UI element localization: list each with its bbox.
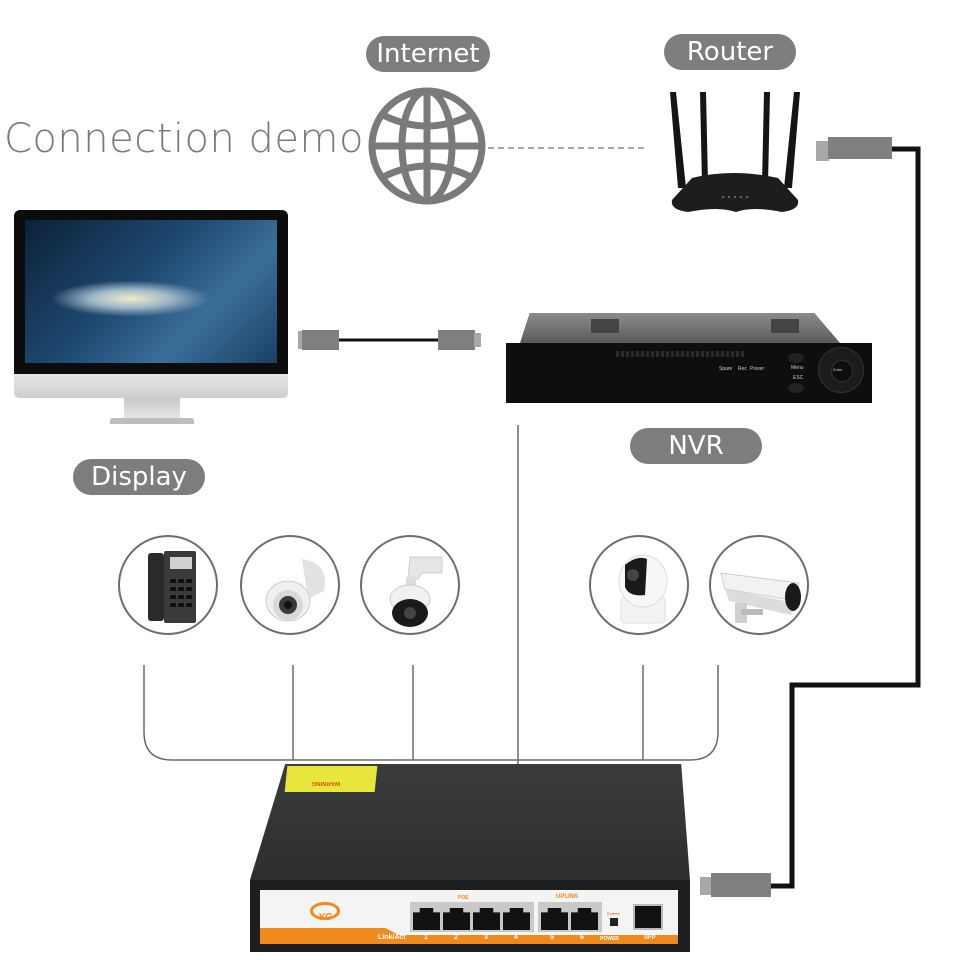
diagram-title: Connection demo — [4, 116, 364, 162]
ip-phone-icon — [148, 551, 196, 623]
ethernet-port-1 — [413, 908, 440, 930]
uplink-group-label: UPLINK — [556, 894, 579, 900]
router-icon — [670, 92, 800, 212]
globe-icon — [368, 87, 486, 205]
nvr-menu-label: Menu — [791, 365, 804, 371]
warning-label: WARNING — [284, 766, 378, 792]
router-label: Router — [664, 34, 796, 70]
ethernet-port-5 — [541, 908, 568, 930]
power-label: POWER — [600, 936, 619, 942]
brand-logo: YC — [310, 902, 340, 923]
sfp-port — [633, 904, 663, 930]
nvr-icon: Spare Rec Power Menu ESC Enter — [506, 313, 872, 403]
display-label: Display — [73, 459, 205, 495]
endpoint-ip-phone — [118, 535, 218, 635]
nvr-label: NVR — [630, 428, 762, 464]
ethernet-port-3 — [473, 908, 500, 930]
dome-camera-icon — [265, 559, 326, 622]
ethernet-port-2 — [443, 908, 470, 930]
port-label-4: 4 — [514, 934, 518, 941]
nvr-indicator-rec: Rec — [738, 366, 747, 372]
internet-label: Internet — [366, 36, 490, 72]
display-cable-plug-right — [474, 333, 481, 347]
port-label-3: 3 — [484, 934, 488, 941]
endpoint-bullet-camera — [709, 535, 809, 635]
endpoint-ptz-camera — [360, 535, 460, 635]
poe-switch: WARNING YC POE UPLINK Extend Link/Act 1 — [250, 764, 690, 954]
ethernet-port-4 — [503, 908, 530, 930]
router-switch-cable — [770, 146, 921, 889]
port-label-1: 1 — [424, 934, 428, 941]
nvr-indicator-spare: Spare — [719, 366, 733, 372]
nvr-enter-label: Enter — [833, 367, 843, 372]
monitor-screen — [25, 220, 277, 363]
monitor-icon — [14, 210, 288, 430]
nvr-dpad: Enter — [818, 347, 864, 393]
ptz-camera-icon — [389, 556, 443, 627]
extend-label: Extend — [607, 911, 620, 916]
endpoint-indoor-camera — [589, 535, 689, 635]
indoor-camera-icon — [618, 554, 668, 624]
port-label-5: 5 — [550, 934, 554, 941]
port-label-6: 6 — [580, 934, 584, 941]
endpoint-dome-camera — [240, 535, 340, 635]
nvr-esc-label: ESC — [793, 375, 804, 381]
ethernet-port-6 — [571, 908, 598, 930]
display-cable-plug-left — [298, 331, 303, 349]
brand-logo-text: YC — [318, 912, 332, 923]
port-label-2: 2 — [454, 934, 458, 941]
switch-front: YC POE UPLINK Extend Link/Act 1 2 3 4 5 … — [250, 880, 690, 952]
warning-label-text: WARNING — [311, 780, 341, 786]
nvr-menu-button — [788, 353, 804, 363]
nvr-indicator-power: Power — [750, 366, 765, 372]
sfp-label: SFP — [644, 935, 656, 941]
switch-faceplate: YC POE UPLINK Extend Link/Act 1 2 3 4 5 … — [260, 890, 678, 944]
nvr-esc-button — [788, 383, 804, 393]
bullet-camera-icon — [720, 572, 801, 623]
link-act-label: Link/Act — [378, 934, 406, 941]
extend-switch — [610, 918, 618, 926]
poe-group-label: POE — [458, 895, 469, 901]
endpoint-bus-line — [143, 665, 719, 761]
